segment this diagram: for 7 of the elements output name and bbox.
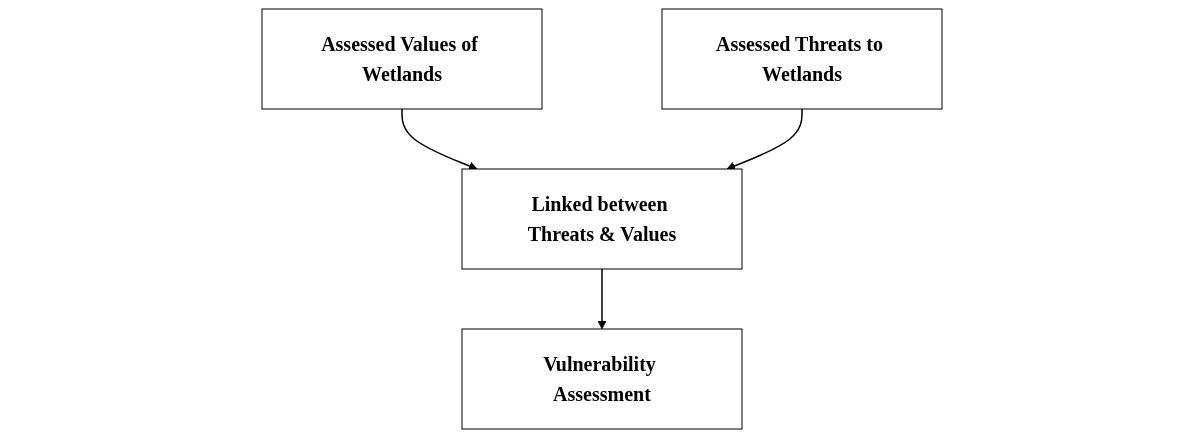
node-box: Vulnerability Assessment xyxy=(461,328,742,429)
arrow xyxy=(400,107,477,170)
arrow xyxy=(726,107,803,170)
node-box: Assessed Values of Wetlands xyxy=(261,8,542,109)
arrow xyxy=(597,267,606,329)
node-box: Assessed Threats to Wetlands xyxy=(661,8,942,109)
node-box: Linked between Threats & Values xyxy=(461,168,742,269)
